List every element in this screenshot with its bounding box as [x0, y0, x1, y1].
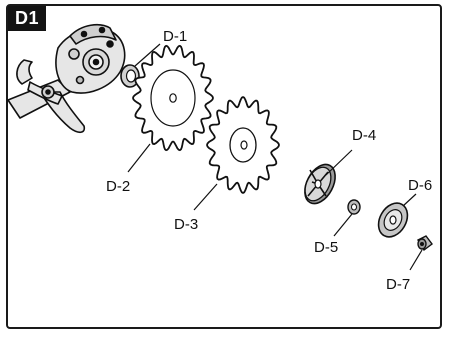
diagram-frame — [6, 4, 442, 329]
part-d1-washer — [120, 64, 140, 88]
label-d5: D-5 — [314, 239, 338, 256]
label-d2: D-2 — [106, 178, 130, 195]
part-d2-sprocket — [132, 44, 214, 152]
part-d6-cover — [377, 202, 409, 238]
part-d5-bushing — [347, 199, 361, 215]
label-d1: D-1 — [163, 28, 187, 45]
part-d3-sprocket — [206, 96, 280, 194]
leader-lines — [127, 43, 423, 271]
label-d3: D-3 — [174, 216, 198, 233]
derailleur-arm — [7, 23, 126, 134]
label-d6: D-6 — [408, 177, 432, 194]
label-d7: D-7 — [386, 276, 410, 293]
label-d4: D-4 — [352, 127, 376, 144]
figure-badge: D1 — [8, 6, 46, 31]
part-d7-bolt — [417, 235, 433, 252]
